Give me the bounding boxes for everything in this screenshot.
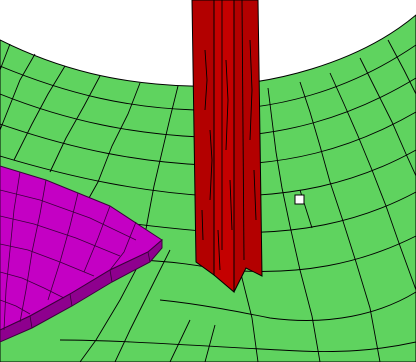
column-mid-face[interactable] xyxy=(213,0,235,294)
column-right-face[interactable] xyxy=(233,0,263,293)
column-detail-lines xyxy=(201,0,257,271)
square-pick-cursor-icon xyxy=(294,194,305,205)
red-column[interactable] xyxy=(191,0,263,294)
plate-mesh-edges xyxy=(0,171,151,331)
magenta-plate[interactable] xyxy=(0,165,163,343)
